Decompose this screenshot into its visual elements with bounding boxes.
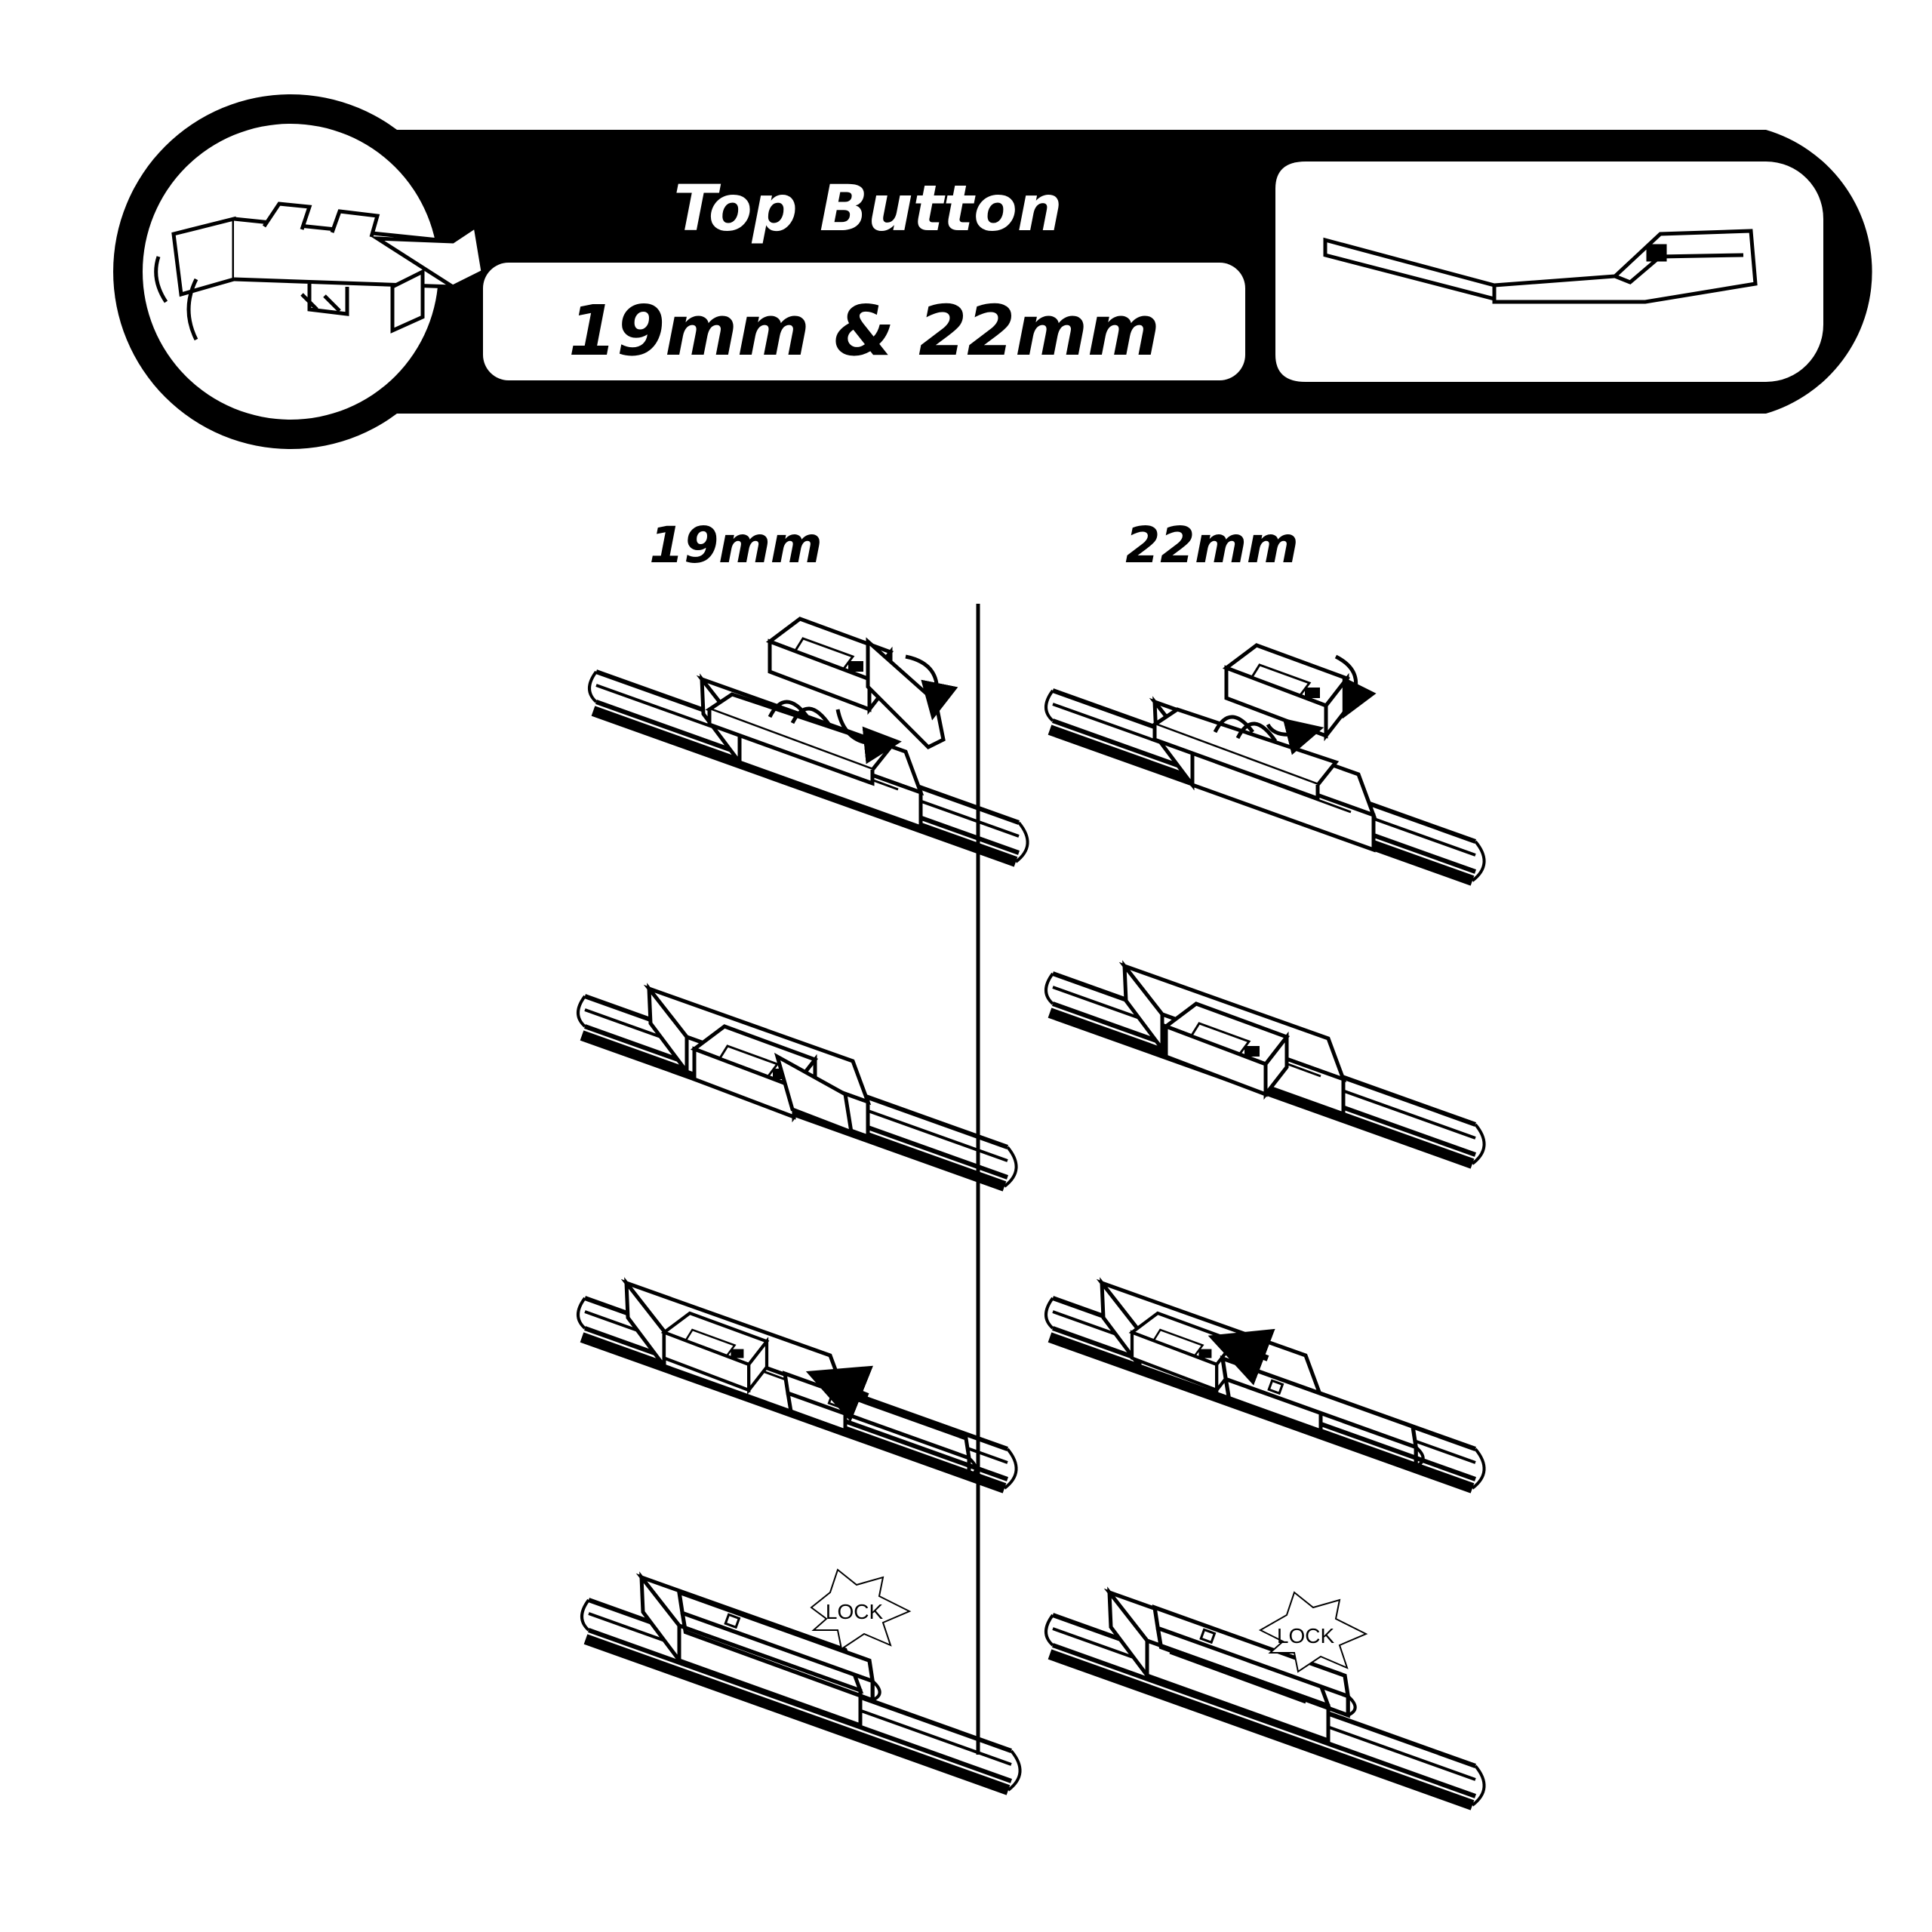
- banner-subtitle: 19mm & 22mm: [568, 291, 1160, 371]
- banner-title: Top Button: [673, 171, 1062, 245]
- step-2-22mm-illustration: [1046, 966, 1484, 1164]
- push-arrow-icon: [805, 1365, 873, 1422]
- lock-burst-icon: [1258, 1591, 1368, 1673]
- step-3-19mm-illustration: [578, 1283, 1017, 1488]
- step-4-22mm-illustration: LOCK: [1046, 1592, 1484, 1805]
- banner-subtitle-panel: [483, 263, 1245, 380]
- push-arrow-icon: [1208, 1328, 1275, 1386]
- header-banner: Top Button 19mm & 22mm: [113, 94, 1872, 449]
- column-heading-22mm: 22mm: [1125, 516, 1298, 574]
- preview-arm-icon: [1323, 229, 1758, 304]
- lock-burst-icon: [810, 1568, 912, 1651]
- step-4-19mm-illustration: LOCK: [582, 1568, 1020, 1790]
- badge-adapter-icon: [154, 202, 485, 341]
- adapter-insert-22mm: [1150, 707, 1340, 801]
- step-1-19mm-illustration: [589, 619, 1028, 862]
- rotate-arrow-icon: [1266, 718, 1324, 755]
- step-3-22mm-illustration: [1046, 1283, 1484, 1488]
- step-2-19mm-illustration: [578, 989, 1017, 1186]
- lock-label: LOCK: [1277, 1624, 1335, 1647]
- lock-label: LOCK: [826, 1600, 884, 1623]
- banner-preview-panel: [1275, 162, 1823, 382]
- rotate-arrow-icon: [905, 654, 958, 721]
- rotate-arrow-icon: [1334, 654, 1377, 719]
- column-heading-19mm: 19mm: [649, 516, 822, 574]
- step-1-22mm-illustration: [1046, 645, 1484, 881]
- rotate-arrow-icon: [835, 709, 902, 764]
